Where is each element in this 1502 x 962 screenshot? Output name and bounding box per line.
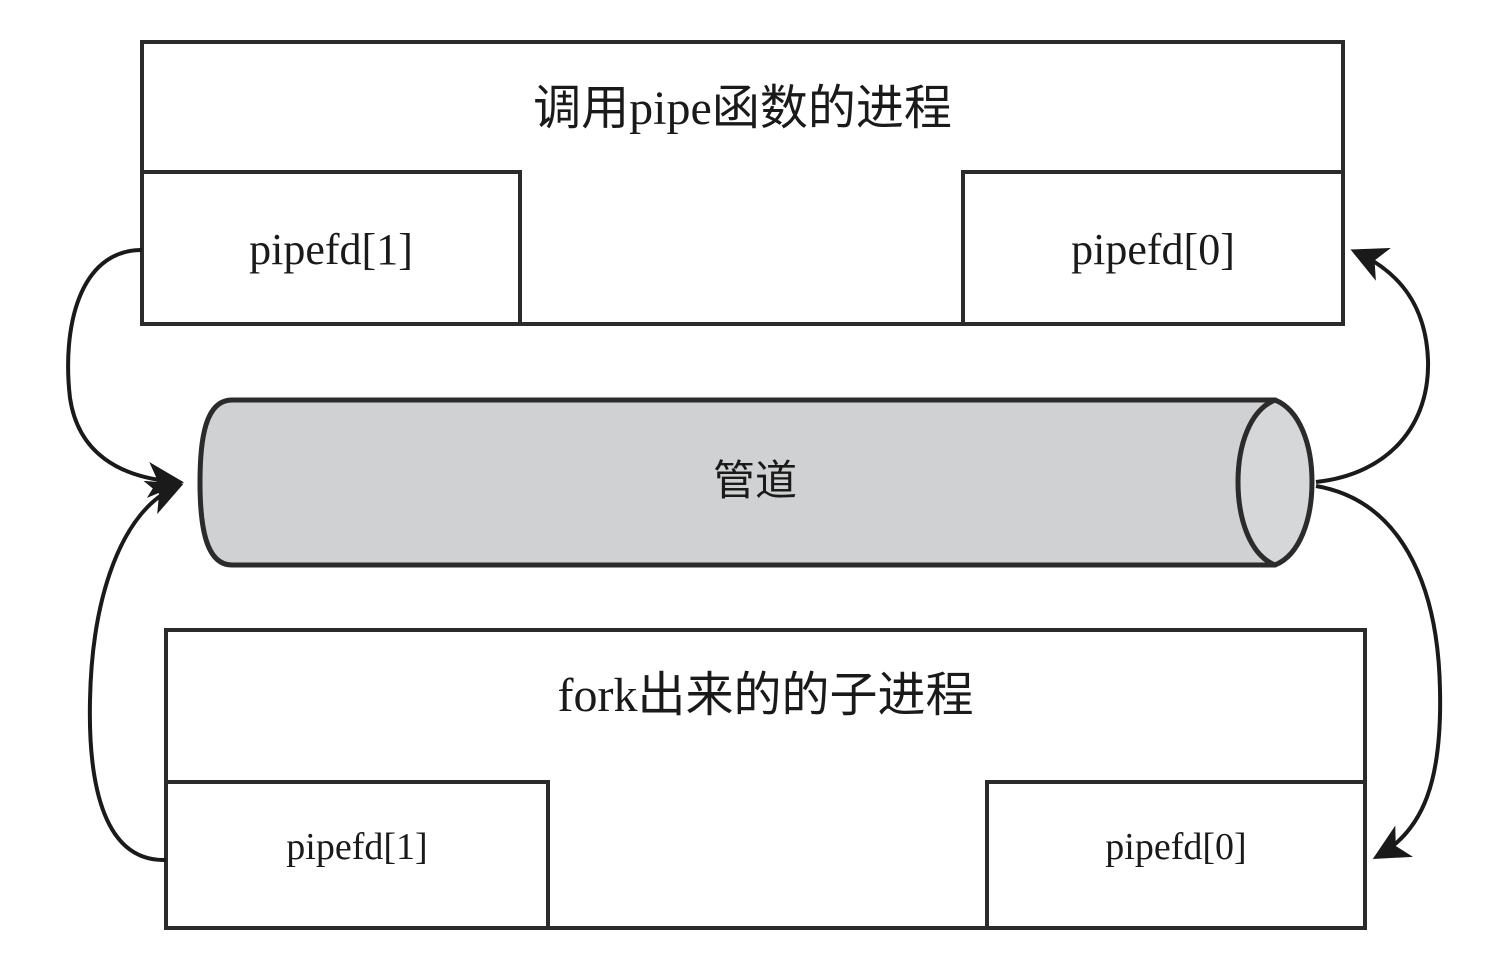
parent-read-fd-box (961, 170, 1345, 326)
arrow-parent-write-to-pipe (66, 248, 184, 498)
arrow-pipe-to-parent-read (1315, 248, 1431, 484)
parent-read-fd-label: pipefd[0] (1071, 225, 1235, 274)
child-write-fd-label: pipefd[1] (286, 826, 428, 868)
pipe-right-cap (1235, 397, 1315, 568)
arrow-pipe-to-child-read (1315, 484, 1443, 859)
parent-write-fd-label: pipefd[1] (249, 225, 413, 274)
pipe-body (197, 397, 1278, 568)
child-read-fd-label: pipefd[0] (1105, 826, 1247, 868)
child-process-title: fork出来的的子进程 (557, 669, 974, 722)
pipe-label: 管道 (712, 459, 797, 505)
arrow-child-write-to-pipe (87, 480, 184, 863)
child-write-fd-box (164, 780, 550, 930)
child-read-fd-box (985, 780, 1367, 930)
parent-process-title: 调用pipe函数的进程 (533, 82, 952, 135)
parent-write-fd-box (140, 170, 522, 326)
